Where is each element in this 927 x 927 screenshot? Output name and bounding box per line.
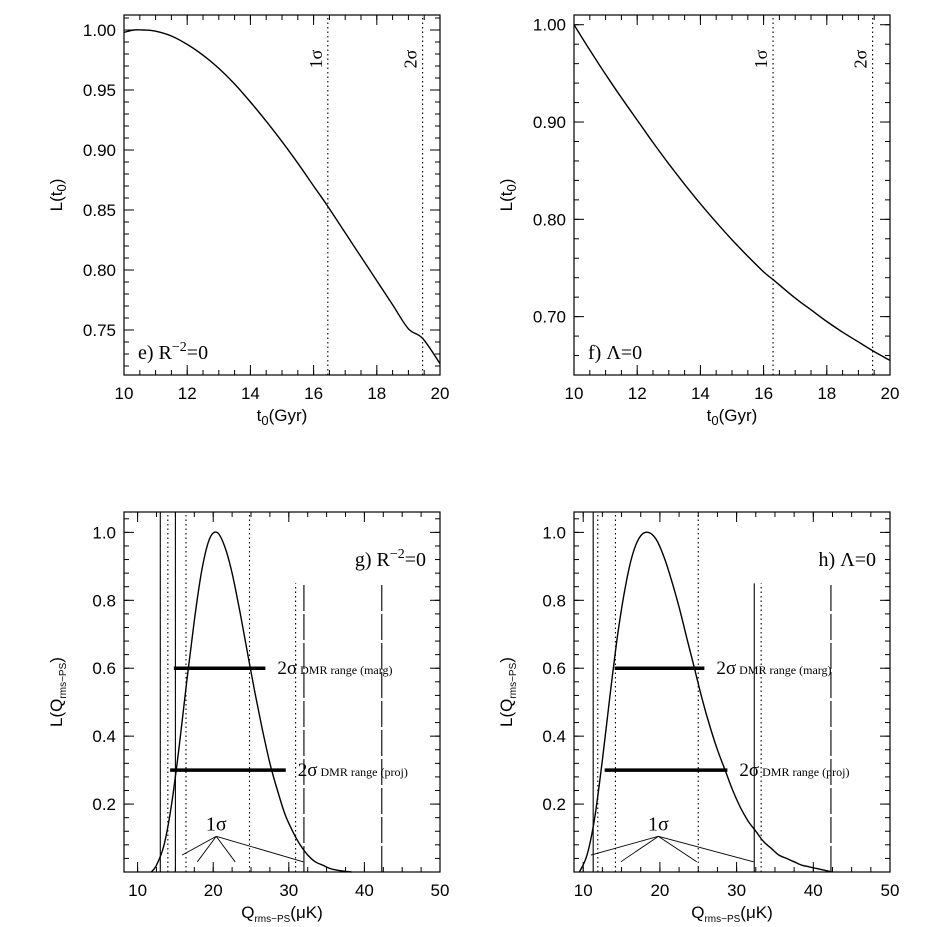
y-tick-label: 0.6 (92, 659, 116, 678)
x-tick-label: 18 (367, 384, 386, 403)
plot-frame (123, 14, 441, 376)
x-tick-label: 18 (817, 384, 836, 403)
y-tick-label: 0.70 (533, 308, 566, 327)
y-tick-label: 0.75 (83, 321, 116, 340)
x-tick-label: 20 (204, 881, 223, 900)
y-axis-label: L(Qrms−PS) (47, 657, 69, 727)
x-tick-label: 50 (431, 881, 450, 900)
sigma-pointer (215, 836, 236, 863)
dmr-range-label: 2σ DMR range (proj) (739, 760, 849, 781)
x-axis-label: Qrms−PS(μK) (241, 903, 323, 925)
x-tick-label: 10 (565, 384, 584, 403)
y-axis-label: L(t0) (47, 179, 69, 212)
panel-annotation: h) Λ=0 (819, 549, 876, 571)
sigma-label: 1σ (648, 813, 669, 835)
x-tick-label: 40 (804, 881, 823, 900)
x-tick-label: 20 (881, 384, 900, 403)
y-tick-label: 0.2 (92, 795, 116, 814)
y-tick-label: 0.8 (92, 591, 116, 610)
x-axis-label: Qrms−PS(μK) (691, 903, 773, 925)
likelihood-curve (150, 531, 352, 873)
sigma-label: 2σ (401, 49, 421, 68)
panel-annotation: e) R−2=0 (138, 340, 208, 364)
sigma-pointer (590, 835, 659, 856)
y-tick-label: 0.4 (92, 727, 116, 746)
x-tick-label: 16 (304, 384, 323, 403)
plot-frame (123, 511, 441, 873)
y-tick-label: 0.85 (83, 201, 116, 220)
y-axis-label: L(Qrms−PS) (497, 657, 519, 727)
y-tick-label: 0.90 (83, 141, 116, 160)
sigma-pointer (658, 835, 754, 863)
x-tick-label: 12 (628, 384, 647, 403)
dmr-range-label: 2σ DMR range (proj) (298, 760, 408, 781)
y-tick-label: 0.80 (533, 210, 566, 229)
y-tick-label: 1.0 (542, 523, 566, 542)
x-tick-label: 20 (431, 384, 450, 403)
x-tick-label: 12 (178, 384, 197, 403)
y-tick-label: 0.90 (533, 113, 566, 132)
x-tick-label: 14 (241, 384, 260, 403)
sigma-label: 1σ (751, 49, 771, 68)
y-tick-label: 0.80 (83, 261, 116, 280)
x-tick-label: 30 (279, 881, 298, 900)
x-tick-label: 14 (691, 384, 710, 403)
panel-annotation: f) Λ=0 (588, 342, 642, 364)
sigma-pointer (196, 836, 217, 863)
y-tick-label: 0.95 (83, 81, 116, 100)
sigma-label: 1σ (206, 813, 227, 835)
likelihood-curve (123, 29, 441, 364)
y-tick-label: 1.00 (533, 16, 566, 35)
likelihood-curve (578, 531, 833, 873)
panel-e: 10 12 14 16 18 20 0.75 0.80 0.85 0.90 0.95 1.00 t0(G… (47, 14, 450, 428)
dmr-range-label: 2σ DMR range (marg) (716, 658, 831, 679)
sigma-label: 1σ (306, 49, 326, 68)
sigma-pointer (216, 835, 304, 863)
x-axis-label: t0(Gyr) (257, 406, 308, 428)
panel-annotation: g) R−2=0 (355, 547, 426, 571)
y-tick-label: 0.4 (542, 727, 566, 746)
y-axis-label: L(t0) (497, 179, 519, 212)
x-tick-label: 20 (650, 881, 669, 900)
plot-frame (573, 14, 891, 376)
x-tick-label: 30 (727, 881, 746, 900)
x-tick-label: 40 (355, 881, 374, 900)
plot-frame (573, 511, 891, 873)
x-tick-label: 10 (128, 881, 147, 900)
x-tick-label: 10 (115, 384, 134, 403)
x-tick-label: 16 (754, 384, 773, 403)
y-tick-label: 0.2 (542, 795, 566, 814)
sigma-pointer (658, 835, 697, 863)
sigma-pointer (620, 835, 659, 863)
likelihood-curve (573, 24, 891, 362)
sigma-pointer (181, 835, 217, 856)
y-tick-label: 0.6 (542, 659, 566, 678)
sigma-label: 2σ (851, 49, 871, 68)
x-tick-label: 10 (574, 881, 593, 900)
dmr-range-label: 2σ DMR range (marg) (277, 658, 392, 679)
y-tick-label: 1.0 (92, 523, 116, 542)
x-tick-label: 50 (881, 881, 900, 900)
panel-f: 10 12 14 16 18 20 0.70 0.80 0.90 1.00 t0(Gyr) L(t0)… (497, 14, 900, 428)
y-tick-label: 0.8 (542, 591, 566, 610)
x-axis-label: t0(Gyr) (707, 406, 758, 428)
y-tick-label: 1.00 (83, 21, 116, 40)
